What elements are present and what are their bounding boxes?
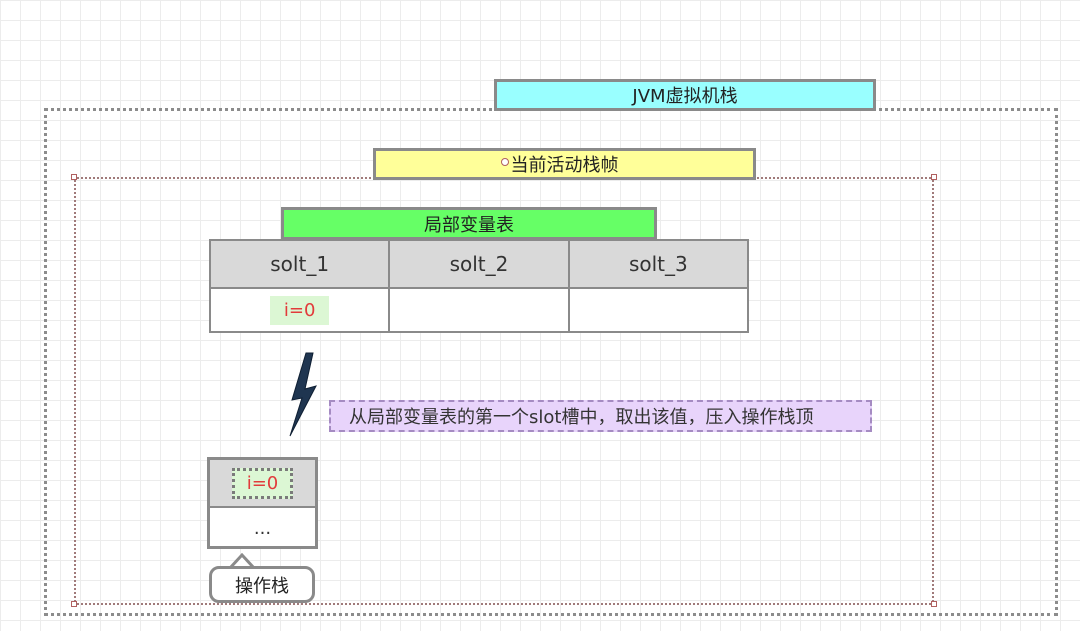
current-frame-label: 当前活动栈帧 <box>373 148 756 180</box>
slot-value-cell <box>388 287 570 333</box>
local-var-table-text: 局部变量表 <box>424 214 514 236</box>
selection-handle <box>71 174 77 180</box>
slot-value-row: i=0 <box>208 287 750 333</box>
bubble-pointer-icon <box>228 553 256 569</box>
operand-stack-ellipsis: ... <box>253 517 272 539</box>
load-arrow-icon <box>289 352 317 437</box>
annotation-text: 从局部变量表的第一个slot槽中，取出该值，压入操作栈顶 <box>349 407 814 428</box>
operand-stack: i=0 ... <box>207 457 318 549</box>
slot-value-cell <box>567 287 750 333</box>
slot-header: solt_1 <box>208 239 391 289</box>
selection-handle <box>71 601 77 607</box>
current-frame-text: 当前活动栈帧 <box>510 155 619 176</box>
selection-handle <box>931 601 937 607</box>
slot-header: solt_3 <box>567 239 750 289</box>
connection-point-icon <box>501 158 509 166</box>
slot-header-row: solt_1 solt_2 solt_3 <box>208 239 750 289</box>
slot-value-cell: i=0 <box>208 287 391 333</box>
jvm-stack-label: JVM虚拟机栈 <box>494 79 876 111</box>
operand-stack-label: 操作栈 <box>209 566 315 603</box>
jvm-stack-text: JVM虚拟机栈 <box>632 86 738 107</box>
selection-handle <box>931 174 937 180</box>
annotation-callout: 从局部变量表的第一个slot槽中，取出该值，压入操作栈顶 <box>329 400 872 432</box>
operand-stack-label-text: 操作栈 <box>235 575 289 597</box>
operand-stack-top-value: i=0 <box>231 467 294 499</box>
slot-value: i=0 <box>269 295 330 325</box>
operand-stack-bottom: ... <box>210 508 315 548</box>
operand-stack-top: i=0 <box>210 460 315 508</box>
slot-header: solt_2 <box>388 239 570 289</box>
local-var-table: solt_1 solt_2 solt_3 i=0 <box>208 239 750 333</box>
local-var-table-label: 局部变量表 <box>281 207 657 240</box>
